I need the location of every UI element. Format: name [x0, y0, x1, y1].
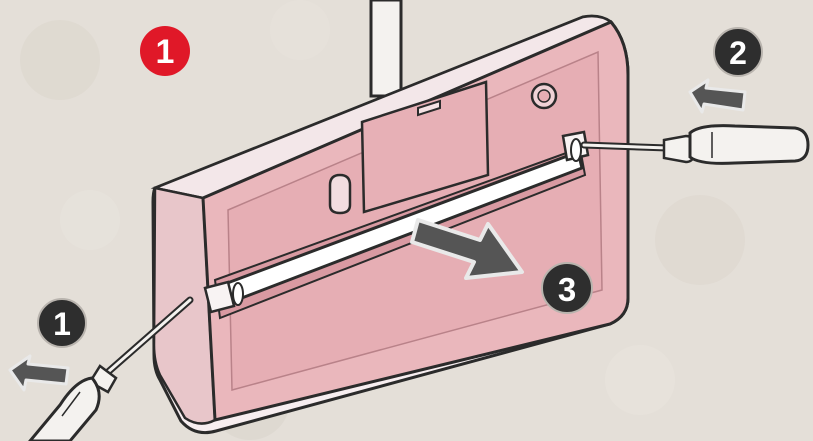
- arrow-icon: [410, 218, 524, 280]
- arrow-icon: [688, 78, 747, 114]
- step-1-badge: 1: [37, 298, 87, 348]
- figure-number-label: 1: [156, 33, 175, 71]
- step-3-label: 3: [558, 271, 576, 308]
- screwdriver-icon: [580, 124, 810, 165]
- arrow-icon: [8, 354, 70, 392]
- figure-number-badge: 1: [140, 26, 190, 76]
- lid-latch: [417, 99, 441, 117]
- left-tube-socket: [203, 280, 244, 314]
- step-2-badge: 2: [713, 27, 763, 77]
- mounting-rod: [369, 0, 403, 98]
- round-button-inner: [537, 89, 551, 103]
- screwdriver-icon: [28, 296, 194, 441]
- step-2-label: 2: [729, 35, 747, 71]
- right-tube-socket: [561, 130, 590, 162]
- step-1-label: 1: [53, 306, 71, 342]
- keyhole: [328, 173, 352, 215]
- step-3-badge: 3: [541, 262, 593, 314]
- compartment-lid: [360, 80, 490, 214]
